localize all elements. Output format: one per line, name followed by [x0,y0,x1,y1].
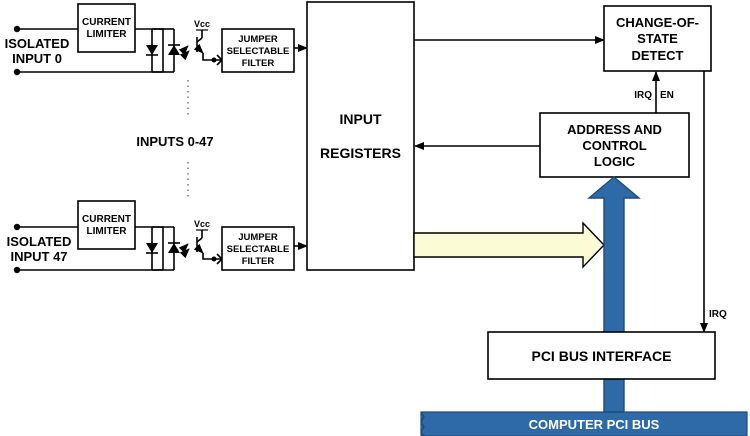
input-channel-0: ISOLATED INPUT 0 CURRENT LIMITER Vcc JUM… [5,3,308,76]
address-control-logic-label: CONTROL [582,138,646,153]
irq-en-label: IRQ [634,90,652,101]
jumper-filter-label: JUMPER [238,232,278,243]
inputs-range-label: INPUTS 0-47 [136,134,213,149]
jumper-filter-box [221,28,295,73]
led-icon [168,243,180,253]
jumper-filter-label: SELECTABLE [227,46,290,57]
pci-bus-bar [420,411,748,436]
current-limiter-label: LIMITER [87,226,128,237]
current-limiter-label: LIMITER [87,29,128,40]
current-limiter-box [77,3,136,53]
jumper-filter-box [221,226,295,271]
isolated-input-47-label: ISOLATED [7,234,72,249]
input-registers-label: INPUT [340,111,382,127]
isolated-input-47-label: INPUT 47 [10,249,67,264]
current-limiter-box [77,200,136,250]
diode-icon [146,243,158,253]
pci-bus-interface-box [487,331,716,380]
vcc-label: Vcc [194,219,210,229]
jumper-filter-label: JUMPER [238,34,278,45]
data-bus-arrow [413,221,605,269]
input-registers-box [306,1,415,271]
current-limiter-label: CURRENT [82,17,131,28]
address-control-logic-label: ADDRESS AND [567,122,662,137]
pci-bus-label: COMPUTER PCI BUS [529,417,660,432]
change-of-state-label: DETECT [632,48,684,63]
input-registers-label: REGISTERS [320,145,401,161]
change-of-state-box [603,5,712,72]
change-of-state-label: CHANGE-OF- [616,15,699,30]
isolated-input-0-label: ISOLATED [5,36,70,51]
address-control-logic-label: LOGIC [594,154,636,169]
led-icon [168,45,180,55]
pci-bus-interface-label: PCI BUS INTERFACE [531,348,671,364]
irq-en-label: EN [660,90,674,101]
irq-label: IRQ [709,309,727,320]
diode-icon [146,45,158,55]
input-channel-47: ISOLATED INPUT 47 CURRENT LIMITER Vcc JU… [7,200,308,274]
jumper-filter-label: SELECTABLE [227,244,290,255]
jumper-filter-label: FILTER [242,58,275,69]
current-limiter-label: CURRENT [82,214,131,225]
vcc-label: Vcc [194,19,210,29]
isolated-input-0-label: INPUT 0 [12,51,62,66]
change-of-state-label: STATE [637,31,678,46]
jumper-filter-label: FILTER [242,256,275,267]
